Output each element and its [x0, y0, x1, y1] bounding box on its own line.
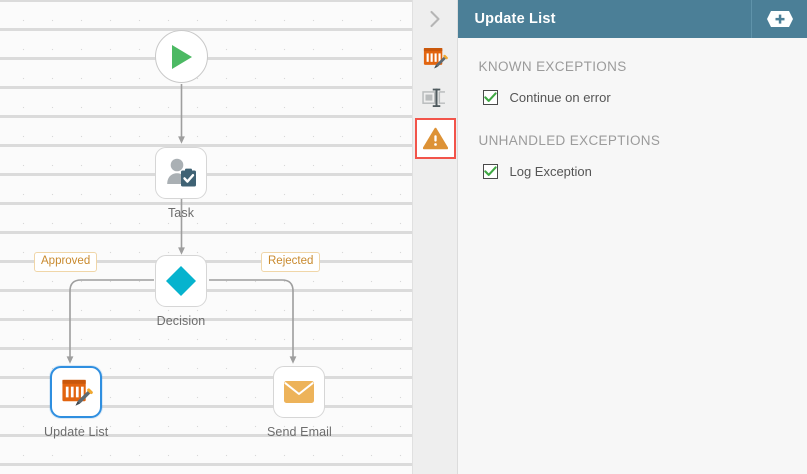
- node-send-email-shape[interactable]: [273, 366, 326, 418]
- panel-header-actions: [751, 0, 807, 38]
- add-icon[interactable]: [766, 10, 794, 28]
- iconbar-item-properties[interactable]: [413, 78, 458, 118]
- diamond-icon: [166, 266, 196, 296]
- option-log-exception[interactable]: Log Exception: [483, 164, 807, 179]
- chevron-right-glyph: [430, 10, 441, 28]
- node-update-list-label: Update List: [44, 425, 109, 439]
- node-task[interactable]: Task: [155, 147, 207, 220]
- node-update-list[interactable]: Update List: [44, 366, 108, 439]
- list-edit-icon: [424, 48, 449, 69]
- right-region: Update List KNOWN EXCEPTIONS: [413, 0, 807, 474]
- edge-label-rejected[interactable]: Rejected: [261, 252, 321, 272]
- node-task-label: Task: [167, 206, 195, 220]
- checkbox-continue-on-error[interactable]: [483, 90, 499, 105]
- edge-label-approved[interactable]: Approved: [34, 252, 98, 272]
- node-decision-shape[interactable]: [155, 255, 207, 307]
- workflow-canvas[interactable]: Task Decision: [0, 0, 414, 474]
- option-label-log-exception: Log Exception: [509, 164, 592, 179]
- option-label-continue-on-error: Continue on error: [509, 90, 611, 105]
- node-decision-label: Decision: [156, 314, 206, 328]
- checkbox-log-exception[interactable]: [483, 164, 499, 179]
- list-edit-icon: [62, 379, 93, 406]
- chevron-right-icon[interactable]: [413, 0, 458, 38]
- panel-title: Update List: [474, 11, 556, 27]
- node-update-list-shape[interactable]: [50, 366, 103, 418]
- panel-iconbar: [413, 0, 459, 474]
- option-continue-on-error[interactable]: Continue on error: [483, 90, 807, 105]
- node-start[interactable]: [155, 30, 208, 83]
- properties-panel: Update List KNOWN EXCEPTIONS: [458, 0, 807, 474]
- panel-body: KNOWN EXCEPTIONS Continue on error UNHAN…: [458, 38, 807, 474]
- check-icon: [484, 166, 498, 176]
- panel-header: Update List: [458, 0, 807, 38]
- warning-icon: [423, 127, 449, 150]
- section-title-unhandled-exceptions: UNHANDLED EXCEPTIONS: [478, 133, 661, 148]
- iconbar-item-exceptions[interactable]: [415, 118, 457, 159]
- node-task-shape[interactable]: [155, 147, 207, 199]
- play-icon: [171, 44, 192, 69]
- iconbar-item-list-edit[interactable]: [413, 38, 458, 78]
- envelope-icon: [284, 381, 315, 403]
- check-icon: [484, 92, 498, 102]
- node-send-email[interactable]: Send Email: [267, 366, 332, 439]
- section-title-known-exceptions: KNOWN EXCEPTIONS: [478, 59, 627, 74]
- user-task-icon: [167, 158, 196, 187]
- node-start-shape[interactable]: [155, 30, 208, 83]
- node-send-email-label: Send Email: [267, 425, 332, 439]
- properties-icon: [422, 88, 446, 108]
- node-decision[interactable]: Decision: [155, 255, 207, 328]
